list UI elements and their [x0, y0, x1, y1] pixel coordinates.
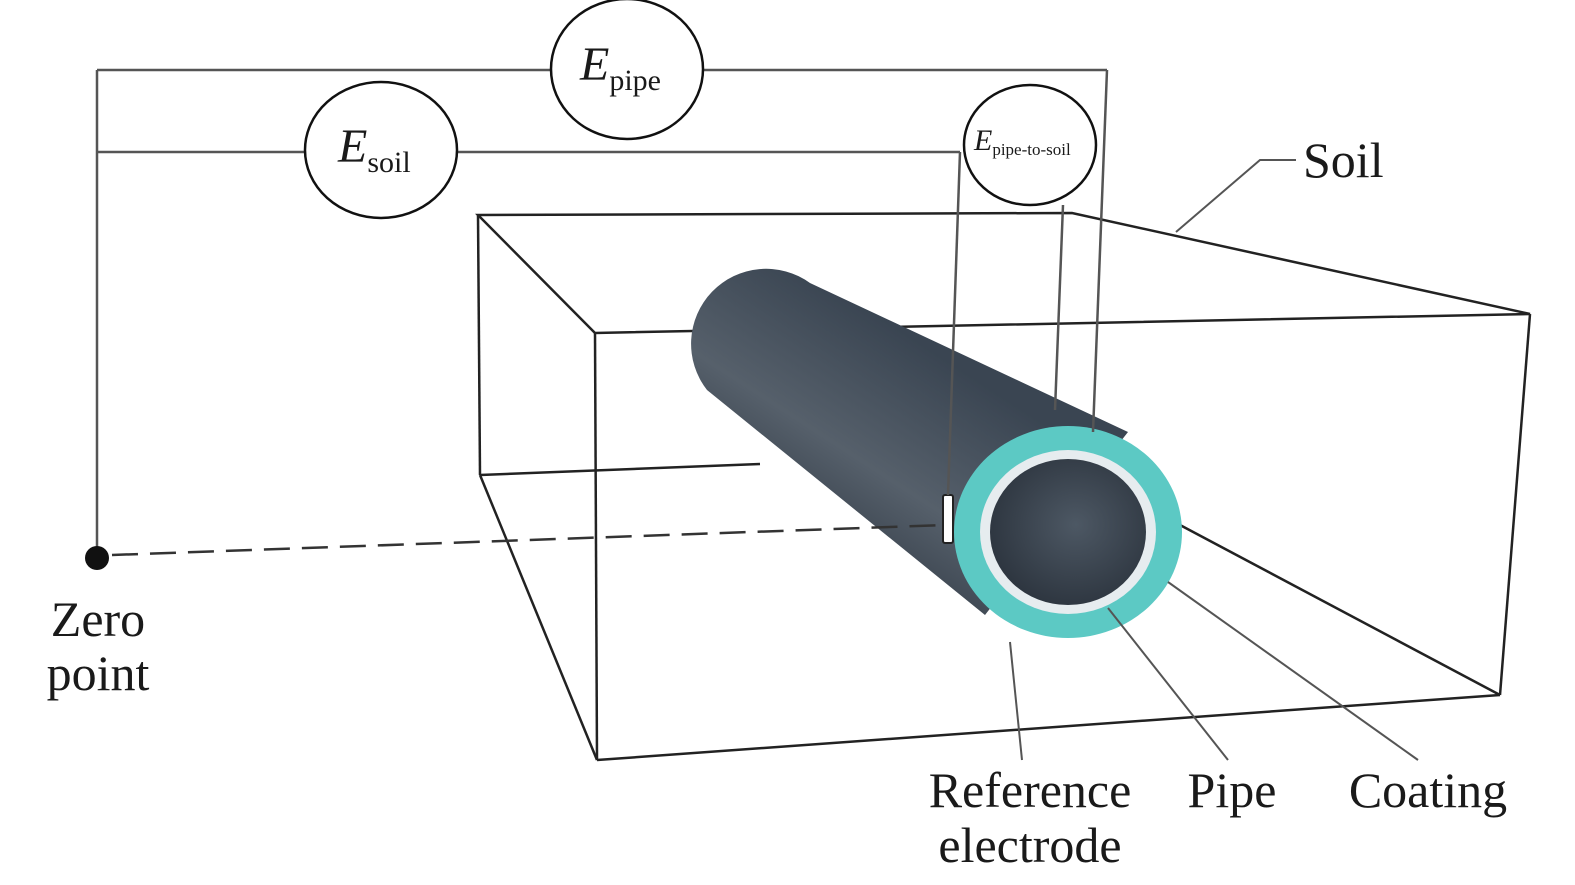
soil-label: Soil: [1303, 132, 1384, 188]
e-soil-subscript: soil: [367, 146, 410, 179]
zero-point-dashed-line: [111, 523, 946, 557]
e-pipe-meter-circle: [549, 0, 705, 141]
soil-box-front-left-edge: [593, 332, 599, 761]
e-pipe-to-soil-meter: Epipe-to-soil: [962, 83, 1098, 207]
soil-box-back-bottom-edge: [479, 462, 761, 477]
e-soil-meter: Esoil: [303, 80, 459, 220]
e-pipe-meter: Epipe: [549, 0, 705, 141]
leader-lines: [1009, 159, 1419, 761]
e-pipe-to-soil-subscript: pipe-to-soil: [992, 140, 1071, 159]
reference-electrode-label-line2: electrode: [938, 817, 1121, 873]
soil-box: [475, 211, 1532, 762]
e-soil-symbol: E: [337, 120, 367, 173]
reference-electrode-label-line1: Reference: [929, 762, 1132, 818]
e-pipe-to-soil-symbol: E: [973, 124, 992, 157]
e-pipe-subscript: pipe: [609, 64, 661, 97]
soil-box-back-left-edge: [476, 214, 482, 476]
e-pipe-to-soil-wire-down: [1053, 204, 1065, 411]
soil-leader: [1175, 159, 1296, 233]
e-pipe-symbol: E: [579, 38, 609, 91]
svg-text:Epipe-to-soil: Epipe-to-soil: [973, 124, 1071, 159]
reference-electrode: [942, 494, 954, 544]
soil-box-right-edge: [1498, 313, 1532, 696]
coating-label: Coating: [1349, 762, 1507, 818]
zero-point-dot: [85, 546, 109, 570]
soil-box-inner-diagonal: [1179, 523, 1501, 697]
e-pipe-wire-down: [1091, 69, 1109, 433]
e-pipe-to-soil-meter-circle: [962, 83, 1098, 207]
svg-text:Epipe: Epipe: [579, 38, 661, 97]
zero-point-label-line1: Zero: [51, 591, 145, 647]
soil-box-top-face: [475, 211, 1531, 335]
e-soil-meter-circle: [303, 80, 459, 220]
pipe-leader: [1107, 607, 1229, 761]
pipe-label: Pipe: [1188, 762, 1277, 818]
reference-electrode-leader: [1009, 641, 1023, 761]
reference-electrode-wire: [946, 151, 962, 496]
circuit-wires: [95, 68, 1109, 557]
zero-point-label-line2: point: [47, 645, 150, 701]
coating-leader: [1167, 581, 1419, 761]
pipe-end-cap: [990, 459, 1146, 605]
soil-box-bottom-left-edge: [478, 474, 599, 761]
pipe: [691, 268, 1182, 638]
svg-text:Esoil: Esoil: [337, 120, 411, 179]
soil-box-bottom-front-edge: [596, 693, 1501, 762]
